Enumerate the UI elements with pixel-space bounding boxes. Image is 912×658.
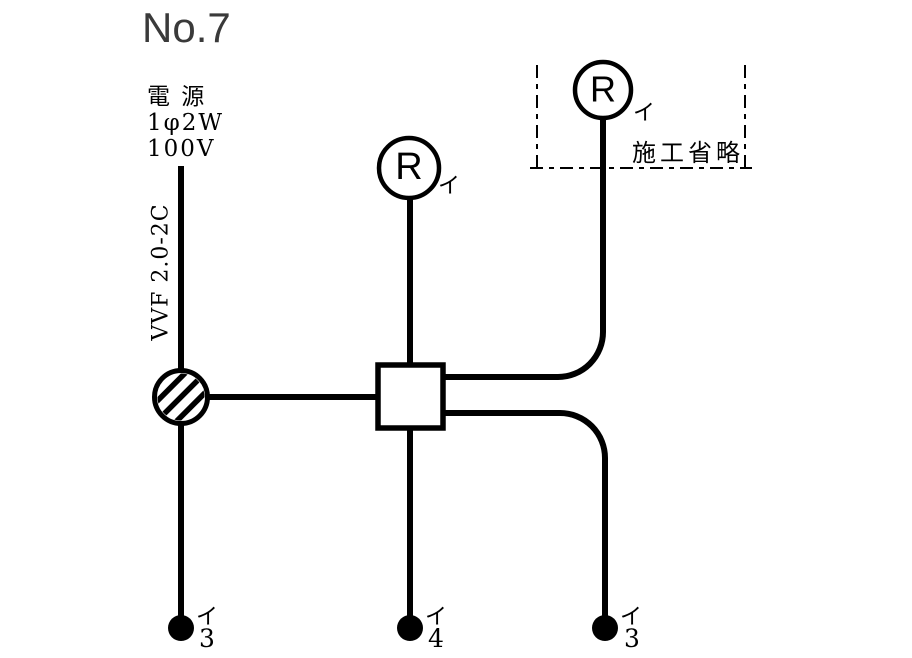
power-source-voltage: 100V [147, 136, 216, 162]
count-label-terminal-middle: 4 [428, 624, 444, 653]
wire-box-to-omission [443, 118, 606, 380]
lamp-receptacle-letter-top-right: R [590, 68, 616, 110]
wire-right-drop [443, 410, 608, 616]
terminal-dot-middle [397, 615, 423, 641]
hatch-stripe [157, 373, 205, 421]
omission-label: 施工省略 [632, 139, 744, 167]
power-source-phase: 1φ2W [147, 110, 225, 136]
count-label-terminal-right: 3 [624, 624, 640, 653]
power-source-name: 電 源 [147, 84, 207, 110]
circuit-label-receptacle-middle: イ [438, 174, 461, 199]
power-source-label: 電 源 1φ2W 100V [147, 84, 224, 162]
circuit-label-terminal-left: イ [196, 605, 219, 630]
circuit-label-receptacle-top-right: イ [633, 101, 656, 126]
terminal-dot-left [168, 615, 194, 641]
terminal-dot-right [592, 615, 618, 641]
lamp-receptacle-circle-middle [376, 135, 442, 201]
power-inlet-hatch [157, 373, 205, 421]
cable-type-label: VVF 2.0-2C [148, 203, 174, 341]
count-label-terminal-left: 3 [199, 624, 215, 653]
outlet-box-symbol [375, 362, 446, 431]
lamp-receptacle-letter-middle: R [395, 145, 423, 188]
circuit-label-terminal-middle: イ [425, 605, 448, 630]
power-inlet-symbol [152, 368, 210, 426]
page-title: No.7 [142, 4, 231, 51]
lamp-receptacle-circle-top-right [572, 59, 634, 121]
hatch-stripe [157, 373, 195, 411]
omission-box-border [530, 65, 752, 169]
hatch-stripe [167, 383, 205, 421]
circuit-label-terminal-right: イ [620, 605, 643, 630]
